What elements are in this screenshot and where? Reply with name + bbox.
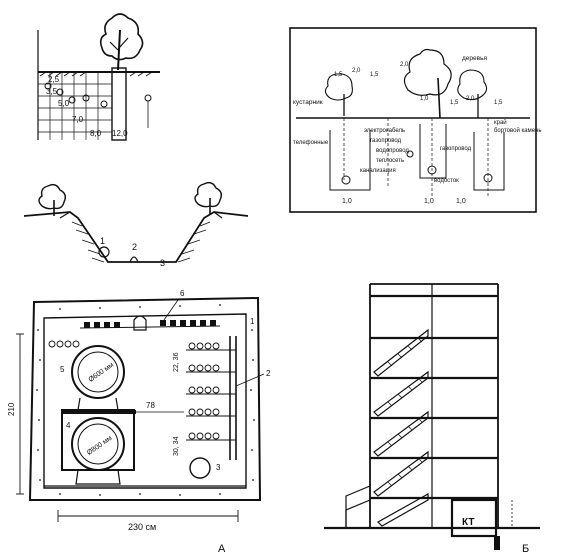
- dim-7: 2,0: [466, 96, 475, 102]
- width-dim: 230 см: [128, 522, 156, 532]
- depth-label-4: 7,0: [72, 115, 84, 124]
- depth-label-5: 8,0: [90, 129, 102, 138]
- label-gas: газопровод: [370, 138, 402, 144]
- dim-1: 1,5: [334, 72, 343, 78]
- trench-label-1b: 1: [100, 236, 105, 246]
- pipe-upper-label: Ø600 мм: [88, 361, 116, 383]
- tree-icon: [194, 181, 223, 214]
- callout-2: 2: [266, 369, 271, 378]
- tree-icon: [324, 73, 353, 116]
- bottom-dim-2: 1,0: [424, 198, 434, 205]
- depth-label-6: 12,0: [112, 129, 128, 138]
- dim-6: 1,5: [450, 100, 459, 106]
- collector-section-diagram: Ø600 мм Ø800 мм 210 230 см 78 22, 36 30,…: [7, 289, 271, 532]
- tree-icon: [457, 69, 488, 118]
- label-drain: водосток: [434, 178, 459, 184]
- bottom-dim-3: 1,0: [456, 198, 466, 205]
- callout-6: 6: [180, 289, 185, 298]
- tree-icon: [403, 48, 452, 119]
- depth-diagram: 2,5 3,5 5,0 7,0 8,0 12,0: [37, 13, 160, 141]
- label-gas-right: газопровод: [440, 146, 472, 152]
- callout-1: 1: [250, 317, 255, 326]
- street-profile-diagram: кустарник деревья телефонные электрокабе…: [289, 27, 541, 213]
- tree-icon: [38, 183, 67, 216]
- depth-label-1: 2,5: [48, 75, 60, 84]
- rack-dim-upper: 22, 36: [173, 352, 180, 372]
- building-section-diagram: КТ А Б: [218, 283, 540, 555]
- label-side-stone: бортовой камень: [494, 127, 541, 134]
- label-edge: край: [494, 119, 507, 126]
- dim-8: 1,5: [494, 100, 503, 106]
- depth-label-3: 5,0: [58, 99, 70, 108]
- kt-label: КТ: [462, 517, 474, 528]
- dim-4: 2,0: [400, 62, 409, 68]
- pipe-lower-label: Ø800 мм: [86, 435, 114, 457]
- label-electric-cable: электрокабель: [364, 128, 405, 134]
- trench-label-2: 2: [132, 242, 137, 252]
- figure-label-a: А: [218, 543, 226, 555]
- figure-label-b: Б: [522, 543, 529, 555]
- mid-dim: 78: [146, 401, 155, 410]
- height-dim: 210: [7, 402, 16, 416]
- label-water: водопровод: [376, 148, 409, 154]
- callout-5: 5: [60, 365, 65, 374]
- street-profile-frame: [289, 27, 537, 213]
- tree-icon: [99, 13, 144, 141]
- dim-5: 1,0: [420, 96, 429, 102]
- trench-diagram: 1 2 3: [23, 181, 249, 268]
- callout-3: 3: [216, 463, 221, 472]
- label-sewer: канализация: [360, 168, 396, 174]
- label-tree: деревья: [462, 55, 487, 62]
- label-heat: теплосеть: [376, 158, 404, 164]
- dim-2: 2,0: [352, 68, 361, 74]
- bottom-dim-1: 1,0: [342, 198, 352, 205]
- label-bush: кустарник: [293, 99, 323, 106]
- trench-label-3: 3: [160, 258, 165, 268]
- depth-label-2: 3,5: [46, 87, 58, 96]
- callout-4: 4: [66, 421, 71, 430]
- label-telephone: телефонные: [293, 140, 329, 146]
- dim-3: 1,5: [370, 72, 379, 78]
- rack-dim-lower: 30, 34: [173, 436, 180, 456]
